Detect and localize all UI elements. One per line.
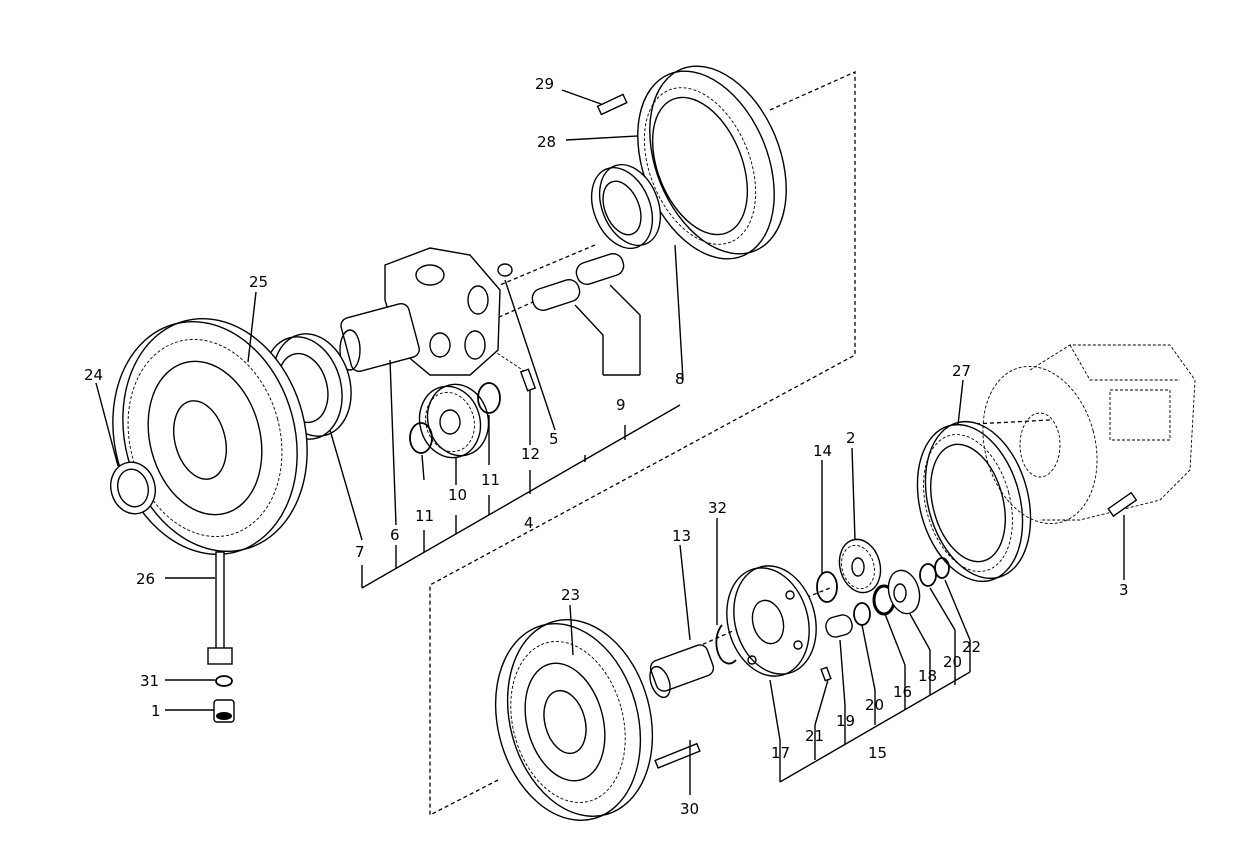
bolt-30 xyxy=(654,742,701,769)
label-15: 15 xyxy=(868,744,887,762)
label-20b: 20 xyxy=(943,653,962,671)
label-30: 30 xyxy=(680,800,699,818)
label-21: 21 xyxy=(805,727,824,745)
pin-21 xyxy=(820,666,832,682)
label-10: 10 xyxy=(448,486,467,504)
label-18: 18 xyxy=(918,667,937,685)
pin-12 xyxy=(519,368,537,392)
label-17: 17 xyxy=(771,744,790,762)
label-23: 23 xyxy=(561,586,580,604)
label-13: 13 xyxy=(672,527,691,545)
label-12: 12 xyxy=(521,445,540,463)
label-19: 19 xyxy=(836,712,855,730)
gear-18 xyxy=(887,569,921,615)
label-27: 27 xyxy=(952,362,971,380)
carrier-plate-17 xyxy=(726,565,817,677)
seal-24 xyxy=(110,461,156,515)
label-28: 28 xyxy=(537,133,556,151)
label-6: 6 xyxy=(390,526,400,544)
nut-1 xyxy=(213,699,235,723)
label-3: 3 xyxy=(1119,581,1129,599)
label-11b: 11 xyxy=(481,471,500,489)
pins-9 xyxy=(531,253,625,311)
label-11a: 11 xyxy=(415,507,434,525)
ring-gear-28 xyxy=(637,65,787,260)
label-32: 32 xyxy=(708,499,727,517)
label-22: 22 xyxy=(962,638,981,656)
label-8: 8 xyxy=(675,370,685,388)
bolt-26 xyxy=(207,551,233,665)
label-2: 2 xyxy=(846,429,856,447)
label-26: 26 xyxy=(136,570,155,588)
label-20a: 20 xyxy=(865,696,884,714)
pin-29 xyxy=(596,93,628,116)
washers-11 xyxy=(409,382,501,454)
label-31: 31 xyxy=(140,672,159,690)
label-1: 1 xyxy=(151,702,161,720)
planet-gear-2 xyxy=(838,538,882,594)
sun-shaft-13 xyxy=(649,644,715,699)
bolt-3 xyxy=(1107,491,1138,518)
label-4: 4 xyxy=(524,514,534,532)
part-number-labels: 29 28 25 24 8 9 5 12 10 11 11 4 6 7 26 3… xyxy=(84,75,1129,818)
label-16: 16 xyxy=(893,683,912,701)
washer-22 xyxy=(934,557,950,579)
pin-19 xyxy=(825,614,853,638)
ring-gear-27 xyxy=(916,420,1032,583)
housing-23 xyxy=(494,619,654,821)
label-14: 14 xyxy=(813,442,832,460)
label-29: 29 xyxy=(535,75,554,93)
label-7: 7 xyxy=(355,543,365,561)
washer-31 xyxy=(215,675,233,687)
snap-ring-32 xyxy=(715,624,737,665)
planet-carrier-6 xyxy=(339,247,513,376)
label-9: 9 xyxy=(616,396,626,414)
label-25: 25 xyxy=(249,273,268,291)
label-5: 5 xyxy=(549,430,559,448)
motor-phantom xyxy=(982,344,1196,525)
bearing-8 xyxy=(590,163,662,250)
hub-25 xyxy=(112,317,308,556)
label-24: 24 xyxy=(84,366,103,384)
leader-lines xyxy=(95,89,1125,795)
